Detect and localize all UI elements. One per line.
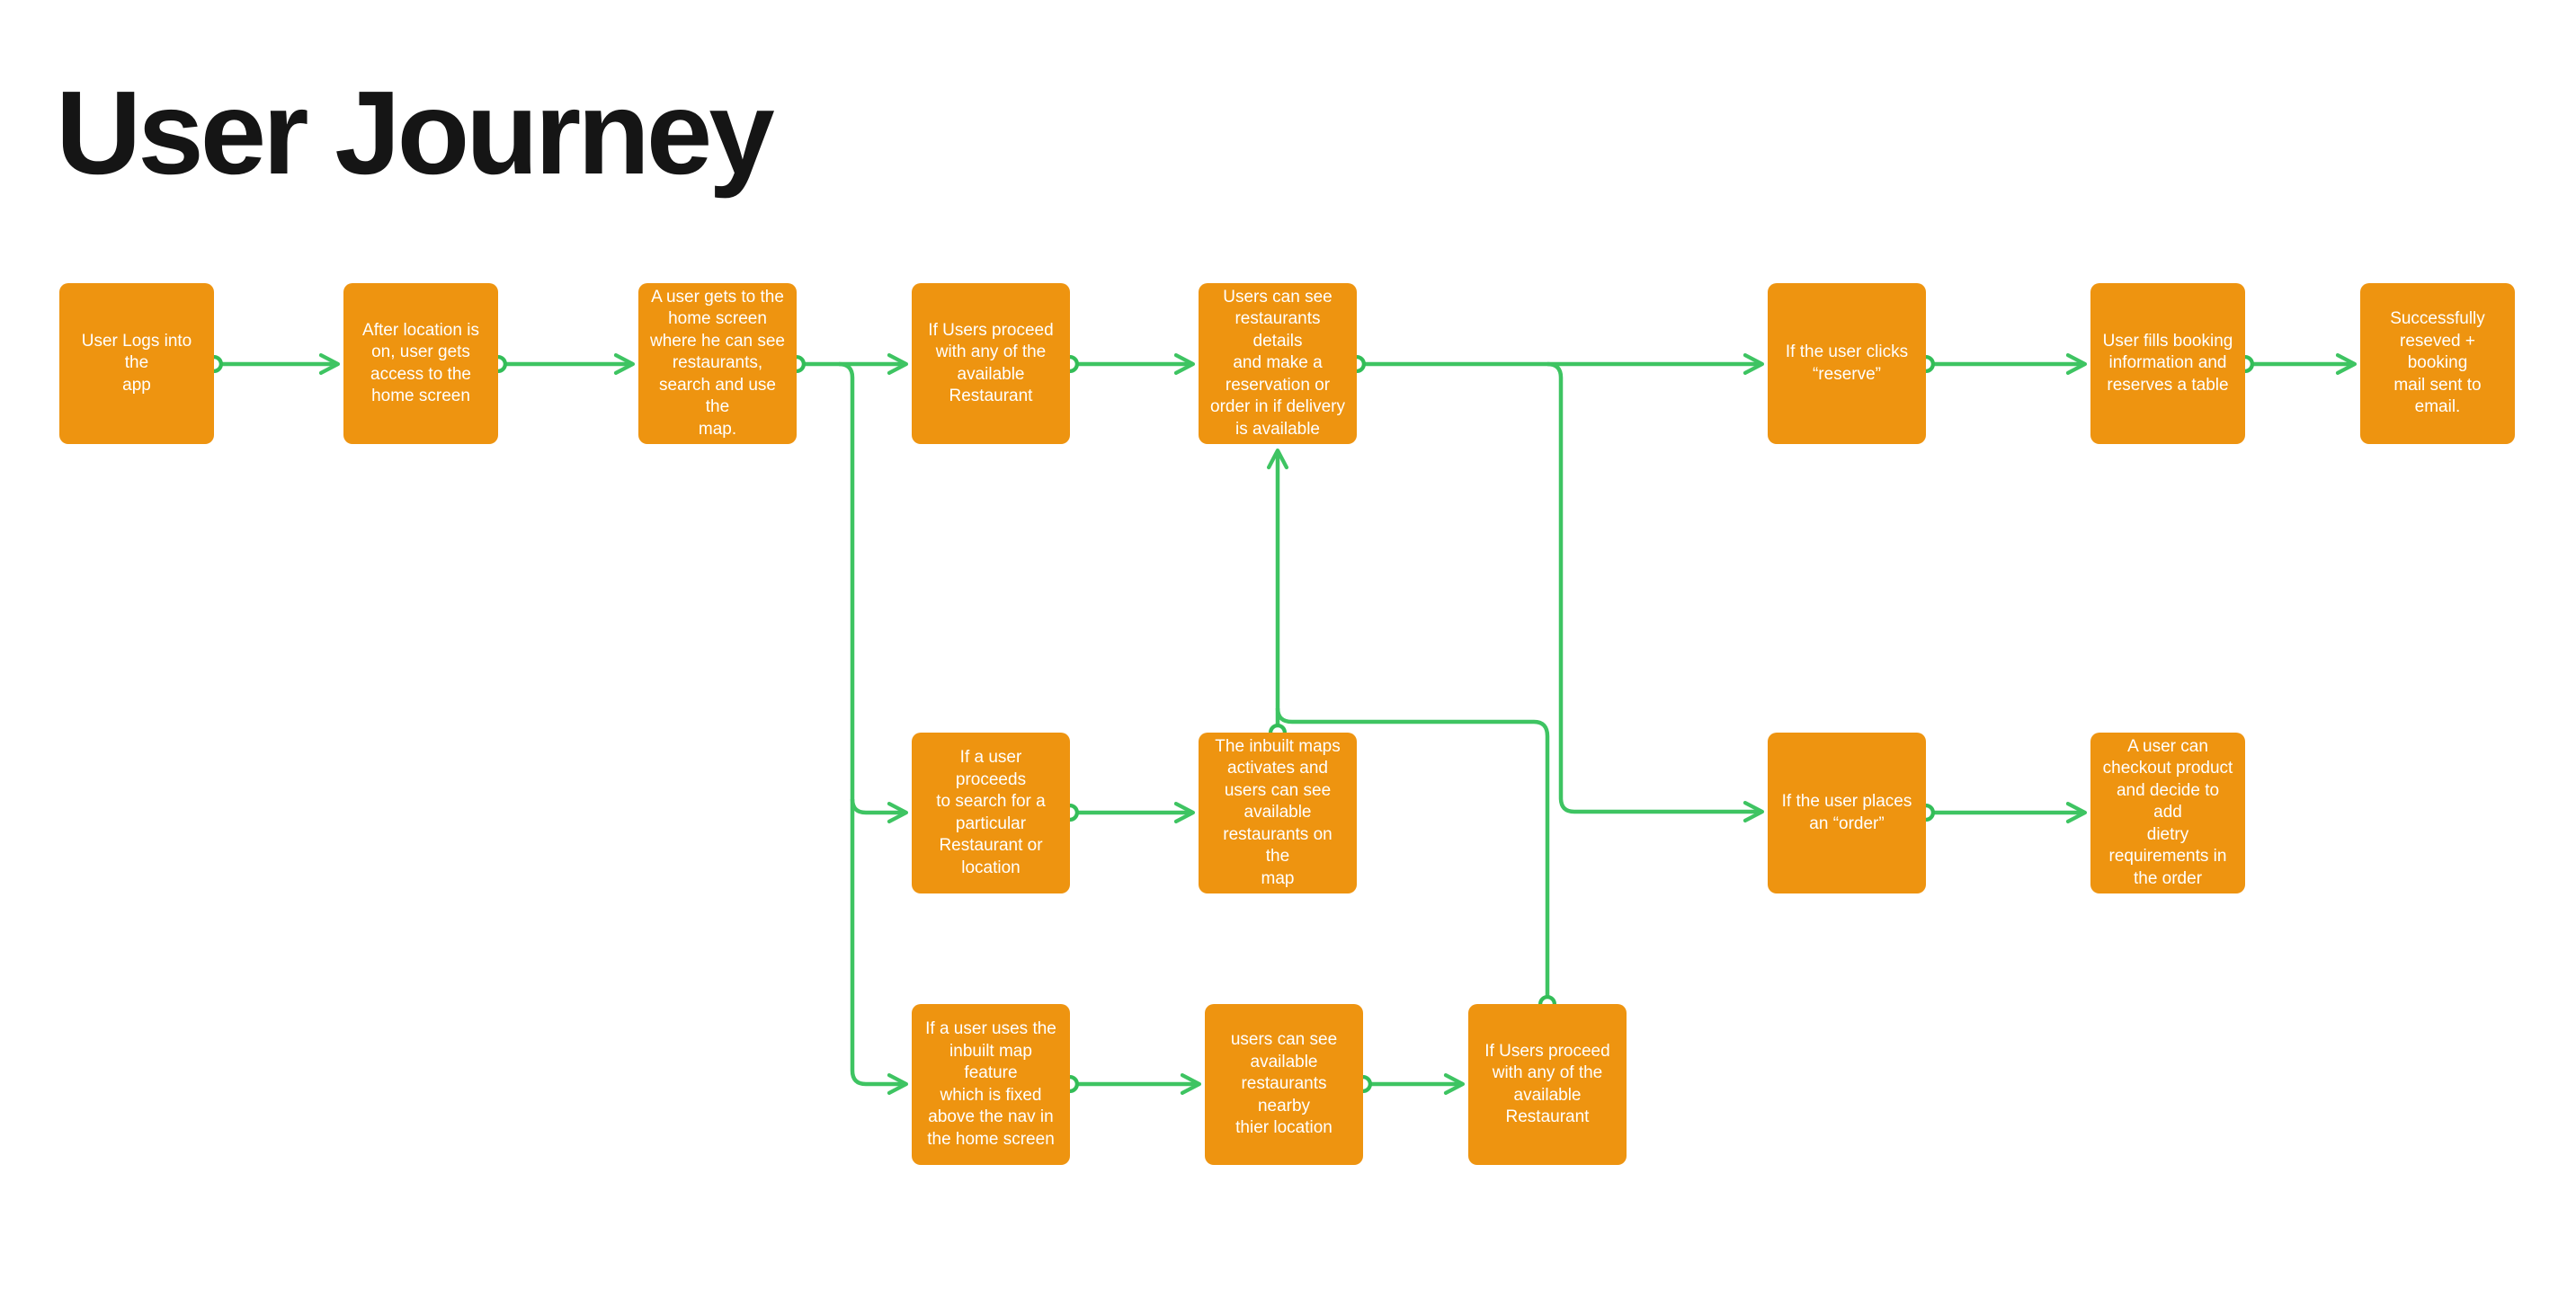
flow-node-label: After location is on, user gets access t… xyxy=(362,320,479,406)
flow-node-label: If the user clicks “reserve” xyxy=(1785,342,1909,384)
flow-node-label: If a user proceeds to search for a parti… xyxy=(936,748,1046,877)
flow-node-home-screen[interactable]: A user gets to the home screen where he … xyxy=(638,283,797,444)
flow-node-label: User fills booking information and reser… xyxy=(2102,331,2233,395)
flow-node-proceed-restaurant-2[interactable]: If Users proceed with any of the availab… xyxy=(1468,1004,1627,1165)
edge-details-order-branch xyxy=(1546,361,1765,823)
flow-node-fills-booking[interactable]: User fills booking information and reser… xyxy=(2090,283,2245,444)
flow-node-login[interactable]: User Logs into the app xyxy=(59,283,214,444)
flow-node-label: A user can checkout product and decide t… xyxy=(2102,736,2233,888)
flow-node-label: The inbuilt maps activates and users can… xyxy=(1215,736,1341,888)
flow-node-location-on[interactable]: After location is on, user gets access t… xyxy=(343,283,498,444)
flow-node-proceed-restaurant[interactable]: If Users proceed with any of the availab… xyxy=(912,283,1070,444)
flow-node-label: If Users proceed with any of the availab… xyxy=(928,320,1054,406)
edge-home-search-branch xyxy=(838,361,909,1096)
flow-node-label: If Users proceed with any of the availab… xyxy=(1484,1041,1610,1127)
flow-node-clicks-reserve[interactable]: If the user clicks “reserve” xyxy=(1768,283,1926,444)
flow-node-label: If the user places an “order” xyxy=(1781,792,1912,833)
flow-node-restaurant-details[interactable]: Users can see restaurants details and ma… xyxy=(1199,283,1357,444)
flow-node-search-particular[interactable]: If a user proceeds to search for a parti… xyxy=(912,733,1070,893)
flow-node-label: User Logs into the app xyxy=(81,331,192,395)
flow-node-checkout-dietary[interactable]: A user can checkout product and decide t… xyxy=(2090,733,2245,893)
flow-node-label: If a user uses the inbuilt map feature w… xyxy=(925,1019,1056,1149)
page-title: User Journey xyxy=(56,67,775,199)
flow-node-label: Successfully reseved + booking mail sent… xyxy=(2390,309,2485,417)
flow-node-nearby-restaurants[interactable]: users can see available restaurants near… xyxy=(1205,1004,1363,1165)
flow-node-label: users can see available restaurants near… xyxy=(1230,1030,1338,1138)
flow-node-inbuilt-maps-activate[interactable]: The inbuilt maps activates and users can… xyxy=(1199,733,1357,893)
flow-node-label: Users can see restaurants details and ma… xyxy=(1210,287,1345,439)
flow-node-reserved-success[interactable]: Successfully reseved + booking mail sent… xyxy=(2360,283,2515,444)
flow-node-label: A user gets to the home screen where he … xyxy=(650,287,785,439)
flow-node-places-order[interactable]: If the user places an “order” xyxy=(1768,733,1926,893)
flow-node-map-feature[interactable]: If a user uses the inbuilt map feature w… xyxy=(912,1004,1070,1165)
edge-branch-to-search xyxy=(850,798,909,824)
